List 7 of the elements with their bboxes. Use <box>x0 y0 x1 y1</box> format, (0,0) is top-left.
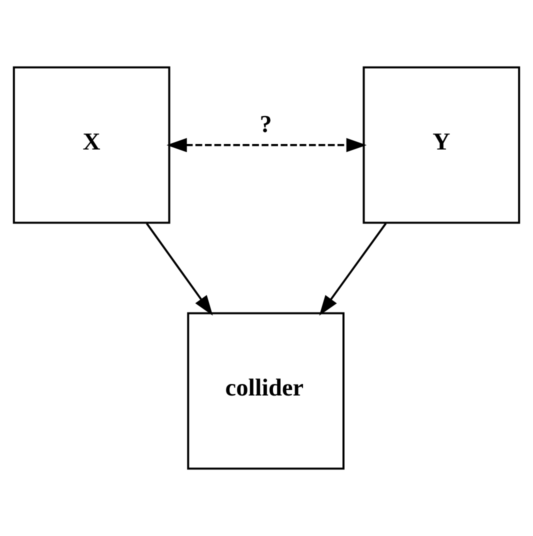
arrow <box>319 222 387 316</box>
arrow <box>166 138 367 152</box>
node-box: collider <box>187 312 344 470</box>
edge-label: ? <box>260 111 272 138</box>
node-box: Y <box>362 66 520 224</box>
arrow <box>146 222 213 316</box>
node-box: X <box>12 66 170 224</box>
